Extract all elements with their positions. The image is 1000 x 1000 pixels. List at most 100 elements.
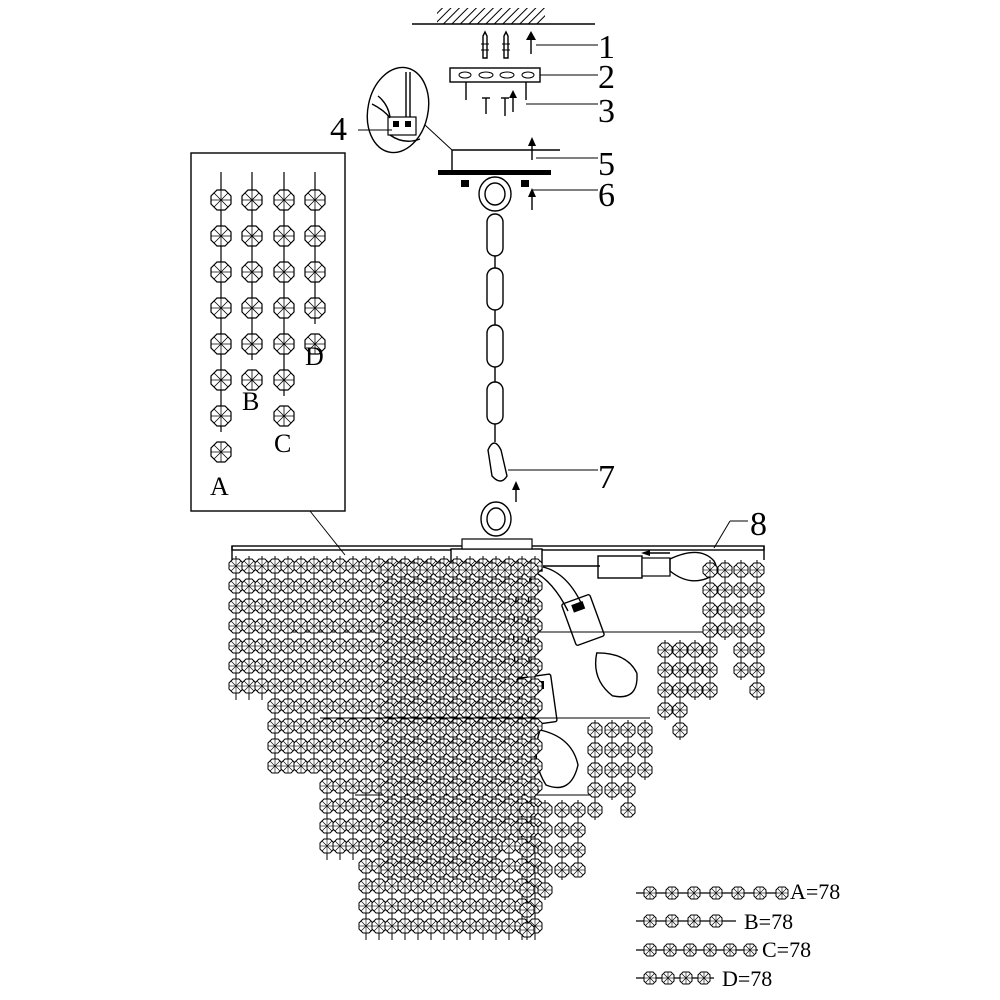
crystal-bead [484, 802, 500, 818]
crystal-bead [497, 702, 513, 718]
crystal-bead [241, 658, 257, 674]
crystal-bead [519, 822, 535, 838]
crystal-bead [471, 642, 487, 658]
crystal-bead [523, 602, 539, 618]
crystal-bead [410, 918, 426, 934]
crystal-bead [254, 678, 270, 694]
crystal-bead [406, 622, 422, 638]
crystal-bead [273, 369, 295, 391]
crystal-bead [432, 842, 448, 858]
crystal-bead [749, 562, 765, 578]
crystal-bead [432, 602, 448, 618]
crystal-bead [273, 333, 295, 355]
crystal-bead [273, 261, 295, 283]
crystal-bead [733, 642, 749, 658]
crystal-bead [293, 598, 309, 614]
crystal-bead [510, 562, 526, 578]
crystal-bead [293, 658, 309, 674]
crystal-bead [419, 642, 435, 658]
crystal-bead [587, 742, 603, 758]
callout-2: 2 [598, 59, 615, 96]
crystal-bead [445, 782, 461, 798]
crystal-bead [570, 862, 586, 878]
crystal-bead [672, 702, 688, 718]
count-d: D=78 [722, 966, 772, 991]
crystal-bead [484, 602, 500, 618]
crystal-bead [523, 762, 539, 778]
part-4-wire-connector [358, 66, 453, 154]
crystal-bead [432, 642, 448, 658]
crystal-bead [436, 918, 452, 934]
crystal-bead [432, 742, 448, 758]
legend-bead [643, 971, 657, 985]
crystal-bead [419, 822, 435, 838]
crystal-bead [497, 782, 513, 798]
crystal-bead [358, 798, 374, 814]
crystal-bead [733, 582, 749, 598]
crystal-bead [519, 922, 535, 938]
crystal-bead [267, 698, 283, 714]
crystal-bead [358, 818, 374, 834]
crystal-bead [267, 678, 283, 694]
crystal-bead [358, 778, 374, 794]
crystal-bead [523, 742, 539, 758]
crystal-bead [497, 802, 513, 818]
crystal-bead [319, 698, 335, 714]
crystal-bead [423, 918, 439, 934]
crystal-bead [397, 898, 413, 914]
crystal-bead [554, 822, 570, 838]
crystal-bead [458, 822, 474, 838]
crystal-bead [228, 618, 244, 634]
crystal-bead [306, 738, 322, 754]
chain [478, 176, 512, 425]
crystal-bead [717, 582, 733, 598]
crystal-bead [280, 678, 296, 694]
crystal-bead [345, 578, 361, 594]
legend-bead [643, 886, 657, 900]
crystal-bead [657, 682, 673, 698]
crystal-bead [210, 441, 232, 463]
crystal-bead [657, 702, 673, 718]
crystal-bead [280, 578, 296, 594]
crystal-bead [280, 758, 296, 774]
crystal-bead [749, 642, 765, 658]
crystal-bead [306, 658, 322, 674]
crystal-bead [254, 598, 270, 614]
crystal-bead [380, 562, 396, 578]
crystal-bead [345, 758, 361, 774]
crystal-bead [471, 782, 487, 798]
strand-label-b: B [242, 387, 259, 416]
crystal-bead [702, 642, 718, 658]
strand-label-a: A [210, 472, 229, 501]
crystal-bead [458, 582, 474, 598]
crystal-bead [358, 718, 374, 734]
crystal-bead [406, 762, 422, 778]
crystal-bead [332, 838, 348, 854]
crystal-bead [380, 782, 396, 798]
crystal-bead [672, 722, 688, 738]
legend-bead [731, 886, 745, 900]
crystal-bead [501, 878, 517, 894]
crystal-bead [458, 762, 474, 778]
crystal-bead [345, 798, 361, 814]
crystal-bead [358, 658, 374, 674]
part-6-nuts [461, 180, 598, 210]
crystal-bead [319, 658, 335, 674]
crystal-bead [458, 782, 474, 798]
crystal-bead [733, 562, 749, 578]
crystal-bead [380, 742, 396, 758]
crystal-bead [393, 842, 409, 858]
crystal-bead [380, 582, 396, 598]
crystal-bead [332, 698, 348, 714]
crystal-bead [384, 878, 400, 894]
crystal-bead [458, 722, 474, 738]
crystal-bead [306, 578, 322, 594]
crystal-bead [393, 662, 409, 678]
crystal-bead [523, 662, 539, 678]
crystal-bead [406, 702, 422, 718]
crystal-bead [358, 758, 374, 774]
crystal-bead [497, 762, 513, 778]
crystal-bead [570, 842, 586, 858]
crystal-bead [519, 862, 535, 878]
crystal-bead [332, 758, 348, 774]
